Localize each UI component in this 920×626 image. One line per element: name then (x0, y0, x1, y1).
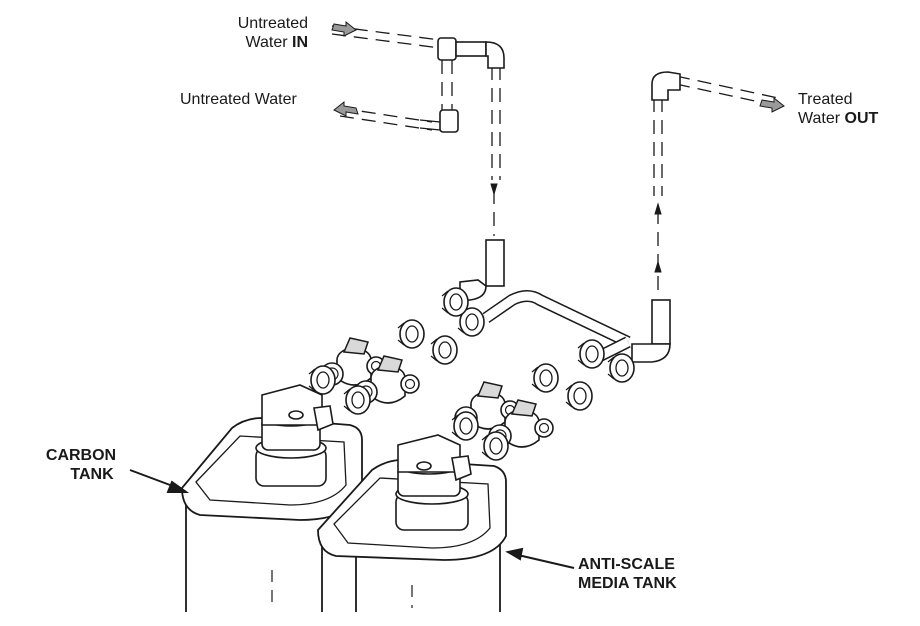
carbon-callout-arrow (129, 469, 190, 493)
carbon-bypass-valves (308, 319, 458, 415)
carbon-tank-head (255, 384, 334, 487)
flow-arrows (331, 20, 785, 273)
inlet-label-line1: Untreated (237, 15, 308, 32)
inlet-supply-line (331, 25, 501, 236)
inlet-label: Untreated Water IN (226, 14, 308, 52)
outlet-elbow (651, 71, 681, 101)
outlet-label-out: OUT (844, 110, 879, 127)
outlet-line (653, 75, 779, 296)
anti-scale-bypass-valves (451, 363, 593, 461)
anti-scale-tank-label-line2: MEDIA TANK (578, 575, 677, 592)
anti-scale-tank-label-line1: ANTI-SCALE (578, 556, 675, 573)
carbon-tank-label-line1: CARBON (45, 447, 117, 464)
crossover-pipe (457, 290, 631, 369)
anti-scale-tank-head (395, 434, 472, 531)
inlet-pipe (441, 239, 505, 317)
outlet-label-line2: Water (798, 110, 841, 127)
bypass-line (339, 107, 433, 131)
carbon-tank-label-line2: TANK (70, 466, 114, 483)
outlet-label-line1: Treated (798, 91, 853, 108)
carbon-tank-label: CARBON TANK (38, 446, 124, 484)
inlet-label-line2: Water (245, 34, 288, 51)
inlet-label-in: IN (292, 34, 308, 51)
inlet-tee (419, 37, 505, 133)
anti-scale-tank-label: ANTI-SCALE MEDIA TANK (578, 555, 677, 593)
anti-scale-callout-arrow (505, 547, 575, 569)
outlet-label: Treated Water OUT (798, 90, 878, 128)
bypass-label: Untreated Water (180, 90, 297, 109)
outlet-pipe (607, 299, 671, 383)
bypass-label-text: Untreated Water (180, 91, 297, 108)
